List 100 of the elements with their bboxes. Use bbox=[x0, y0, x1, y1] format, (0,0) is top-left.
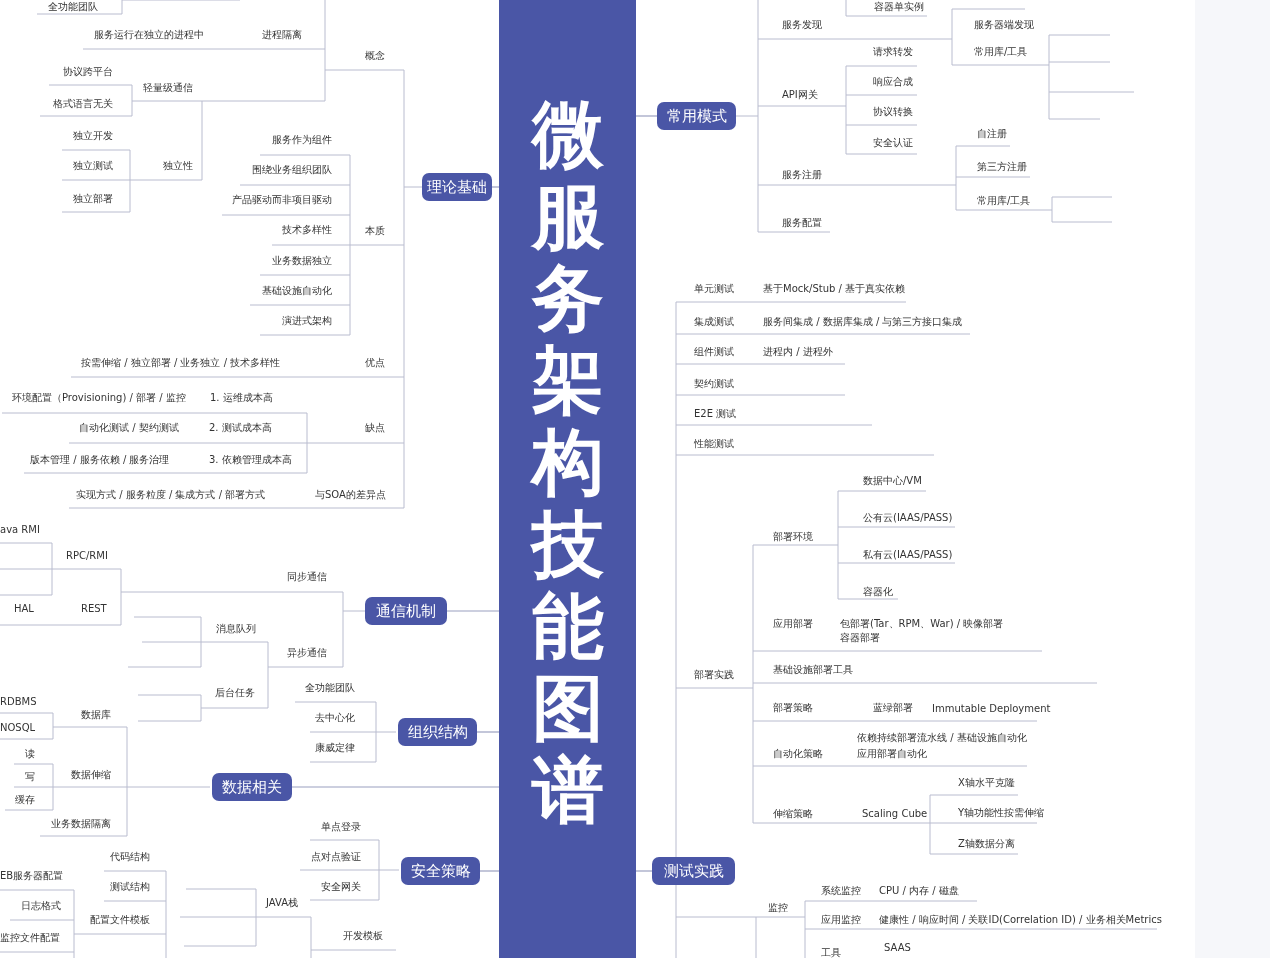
topic-label: 应用部署 bbox=[773, 618, 813, 630]
connector-line bbox=[446, 610, 500, 612]
branch-box: 理论基础 bbox=[422, 173, 492, 201]
topic-label: 容器化 bbox=[863, 586, 893, 598]
topic-label: 缓存 bbox=[15, 794, 35, 806]
topic-label: 容器单实例 bbox=[874, 1, 924, 13]
topic-label: 自动化策略 bbox=[773, 748, 823, 760]
topic-label: 2. 测试成本高 bbox=[209, 422, 272, 434]
topic-label: 请求转发 bbox=[873, 46, 913, 58]
topic-label: 基于Mock/Stub / 基于真实依赖 bbox=[763, 283, 906, 295]
topic-label: API网关 bbox=[782, 89, 818, 101]
topic-label: 与SOA的差异点 bbox=[315, 489, 386, 501]
connector-line bbox=[479, 870, 500, 872]
topic-label: 独立部署 bbox=[73, 193, 113, 205]
topic-label: 数据中心/VM bbox=[863, 475, 922, 487]
topic-label: 性能测试 bbox=[694, 438, 734, 450]
topic-label: 同步通信 bbox=[287, 571, 327, 583]
branch-box: 数据相关 bbox=[212, 773, 292, 801]
topic-label: 优点 bbox=[365, 357, 385, 369]
topic-label: 康威定律 bbox=[315, 742, 355, 754]
topic-label: 自注册 bbox=[977, 128, 1007, 140]
topic-label: 产品驱动而非项目驱动 bbox=[232, 194, 332, 206]
branch-box: 通信机制 bbox=[365, 597, 447, 625]
topic-label: 部署实践 bbox=[694, 669, 734, 681]
topic-label: 基础设施自动化 bbox=[262, 285, 332, 297]
topic-label: 后台任务 bbox=[215, 687, 255, 699]
topic-label: 独立性 bbox=[163, 160, 193, 172]
topic-label: 配置文件模板 bbox=[90, 914, 150, 926]
branch-box: 常用模式 bbox=[657, 102, 736, 130]
topic-label: 包部署(Tar、RPM、War) / 映像部署 bbox=[840, 618, 1004, 630]
topic-label: EB服务器配置 bbox=[0, 870, 64, 882]
topic-label: Immutable Deployment bbox=[932, 703, 1051, 715]
topic-label: 代码结构 bbox=[110, 851, 150, 863]
topic-label: RDBMS bbox=[0, 696, 37, 708]
topic-label: 业务数据独立 bbox=[272, 255, 332, 267]
topic-label: HAL bbox=[14, 603, 34, 615]
topic-label: 进程隔离 bbox=[262, 29, 302, 41]
topic-label: 缺点 bbox=[365, 422, 385, 434]
topic-label: 全功能团队 bbox=[305, 682, 355, 694]
topic-label: 监控 bbox=[768, 902, 788, 914]
topic-label: JAVA栈 bbox=[266, 897, 299, 909]
topic-label: 健康性 / 响应时间 / 关联ID(Correlation ID) / 业务相关Metrics bbox=[879, 914, 1162, 926]
topic-label: 概念 bbox=[365, 50, 385, 62]
topic-label: 工具 bbox=[821, 947, 841, 958]
topic-label: 响应合成 bbox=[873, 76, 913, 88]
topic-label: 系统监控 bbox=[821, 885, 861, 897]
connector-line bbox=[635, 870, 653, 872]
topic-label: Y轴功能性按需伸缩 bbox=[958, 807, 1045, 819]
topic-label: 组件测试 bbox=[694, 346, 734, 358]
topic-label: 监控文件配置 bbox=[0, 932, 60, 944]
topic-label: E2E 测试 bbox=[694, 408, 737, 420]
topic-label: ava RMI bbox=[0, 524, 40, 536]
topic-label: 常用库/工具 bbox=[974, 46, 1028, 58]
topic-label: X轴水平克隆 bbox=[958, 777, 1015, 789]
topic-label: 本质 bbox=[365, 225, 385, 237]
topic-label: NOSQL bbox=[0, 722, 36, 734]
topic-label: 协议跨平台 bbox=[63, 66, 113, 78]
topic-label: 格式语言无关 bbox=[53, 98, 113, 110]
title-text: 微服务架构技能图谱 bbox=[529, 93, 605, 831]
topic-label: 进程内 / 进程外 bbox=[763, 346, 833, 358]
topic-label: 服务注册 bbox=[782, 169, 822, 181]
topic-label: 写 bbox=[25, 771, 35, 783]
topic-label: 安全认证 bbox=[873, 137, 913, 149]
topic-label: 环境配置（Provisioning) / 部署 / 监控 bbox=[12, 392, 186, 404]
connector-line bbox=[491, 186, 500, 188]
topic-label: Z轴数据分离 bbox=[958, 838, 1015, 850]
topic-label: 集成测试 bbox=[694, 316, 734, 328]
branch-box: 测试实践 bbox=[652, 857, 735, 885]
topic-label: 基础设施部署工具 bbox=[773, 664, 853, 676]
topic-label: 服务配置 bbox=[782, 217, 822, 229]
topic-label: 开发模板 bbox=[343, 930, 383, 942]
topic-label: 读 bbox=[25, 748, 35, 760]
topic-label: 服务作为组件 bbox=[272, 134, 332, 146]
topic-label: 第三方注册 bbox=[977, 161, 1027, 173]
topic-label: 常用库/工具 bbox=[977, 195, 1031, 207]
topic-label: 1. 运维成本高 bbox=[210, 392, 273, 404]
topic-label: 数据库 bbox=[81, 709, 111, 721]
topic-label: 单点登录 bbox=[321, 821, 361, 833]
topic-label: 异步通信 bbox=[287, 647, 327, 659]
topic-label: 去中心化 bbox=[315, 712, 355, 724]
topic-label: 全功能团队 bbox=[48, 1, 98, 13]
topic-label: 私有云(IAAS/PASS) bbox=[863, 549, 953, 561]
topic-label: 服务间集成 / 数据库集成 / 与第三方接口集成 bbox=[763, 316, 963, 328]
topic-label: 独立测试 bbox=[73, 160, 113, 172]
connector-line bbox=[291, 786, 500, 788]
topic-label: 服务运行在独立的进程中 bbox=[94, 29, 204, 41]
topic-label: 日志格式 bbox=[21, 900, 61, 912]
topic-label: 自动化测试 / 契约测试 bbox=[79, 422, 179, 434]
topic-label: 单元测试 bbox=[694, 283, 734, 295]
topic-label: 技术多样性 bbox=[282, 224, 332, 236]
topic-label: 演进式架构 bbox=[282, 315, 332, 327]
topic-label: 独立开发 bbox=[73, 130, 113, 142]
connector-line bbox=[476, 731, 500, 733]
topic-label: RPC/RMI bbox=[66, 550, 108, 562]
topic-label: 版本管理 / 服务依赖 / 服务治理 bbox=[30, 454, 170, 466]
topic-label: Scaling Cube bbox=[862, 808, 928, 820]
topic-label: 应用监控 bbox=[821, 914, 861, 926]
topic-label: 契约测试 bbox=[694, 378, 734, 390]
topic-label: 安全网关 bbox=[321, 881, 361, 893]
branch-box: 组织结构 bbox=[398, 718, 477, 746]
